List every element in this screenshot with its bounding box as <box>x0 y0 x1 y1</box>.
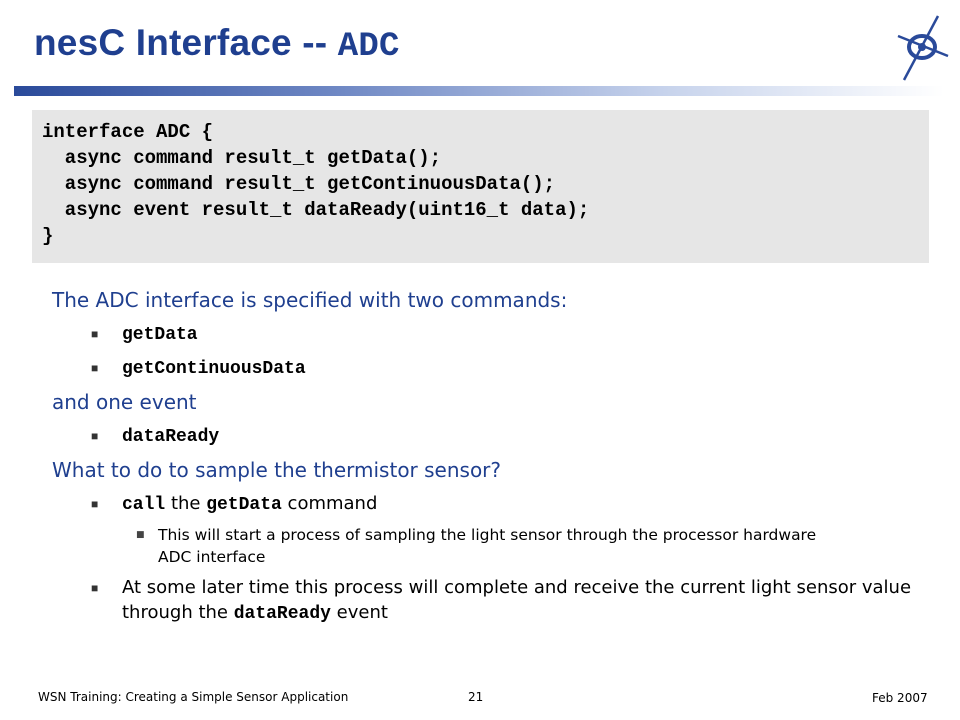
square-bullet-icon: ■ <box>91 497 99 511</box>
inline-text: command <box>281 493 378 514</box>
event-name: dataReady <box>122 427 220 447</box>
sub-item-text: This will start a process of sampling th… <box>158 526 817 566</box>
list-item: ■ getData <box>52 321 932 348</box>
title-underline <box>14 86 944 96</box>
footer-page-number: 21 <box>468 690 484 704</box>
inline-code: getData <box>206 495 282 515</box>
command-name: getContinuousData <box>122 359 306 379</box>
slide-title: nesC Interface -- ADC <box>34 22 400 66</box>
compass-logo-icon <box>897 15 949 81</box>
inline-text: At some later time this process will com… <box>122 577 912 623</box>
code-line: } <box>42 225 54 247</box>
bullet-heading: What to do to sample the thermistor sens… <box>52 458 502 482</box>
square-bullet-icon: ■ <box>91 327 99 341</box>
bullet-heading: The ADC interface is specified with two … <box>52 288 568 312</box>
square-bullet-icon: ■ <box>91 361 99 375</box>
footer-date: Feb 2007 <box>872 691 928 705</box>
list-item: ■ getContinuousData <box>52 355 932 382</box>
square-bullet-icon: ■ <box>91 429 99 443</box>
footer-course-title: WSN Training: Creating a Simple Sensor A… <box>38 690 349 704</box>
inline-text: the <box>165 493 207 514</box>
sub-list-item: ■ This will start a process of sampling … <box>52 524 852 568</box>
slide-title-text: nesC Interface -- <box>34 22 338 63</box>
bullet-heading: and one event <box>52 390 197 414</box>
square-bullet-icon: ■ <box>136 530 145 540</box>
list-item: ■ At some later time this process will c… <box>52 575 912 627</box>
command-name: getData <box>122 325 198 345</box>
slide-title-code: ADC <box>337 28 400 66</box>
code-line: async command result_t getData(); <box>42 147 442 169</box>
list-item: ■ dataReady <box>52 423 932 450</box>
inline-text: event <box>330 602 388 623</box>
square-bullet-icon: ■ <box>91 581 99 595</box>
code-line: interface ADC { <box>42 121 214 143</box>
list-item: ■ call the getData command <box>52 491 932 518</box>
code-block: interface ADC { async command result_t g… <box>32 110 929 263</box>
code-line: async command result_t getContinuousData… <box>42 173 556 195</box>
inline-code: dataReady <box>233 604 331 624</box>
slide-body: The ADC interface is specified with two … <box>52 286 932 627</box>
code-line: async event result_t dataReady(uint16_t … <box>42 199 590 221</box>
inline-code: call <box>122 495 166 515</box>
